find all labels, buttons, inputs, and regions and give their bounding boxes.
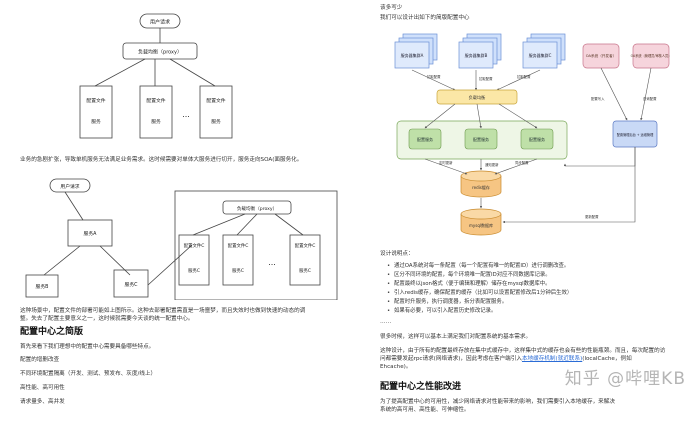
config-service-label: 配置服务 — [529, 136, 545, 142]
soa-diagram: 用户请求 服务A 服务B 服务C 负载均衡（proxy） 配置文件C 配置文件C… — [25, 178, 338, 300]
diagram2-service-b-label: 服务B — [36, 283, 49, 290]
feature-line: 配置的增删改查 — [20, 357, 60, 363]
paragraph: 业务的急剧扩张，导致单机服务无法满足业务需求。这时候需要对单体大服务进行切开，服… — [20, 157, 303, 163]
diagram1-lb-label: 负载均衡（proxy） — [138, 49, 182, 56]
diagram2-service-a-label: 服务A — [84, 230, 98, 237]
paragraph: 问都需要发起rpc请求(网络请求)，因此考虑在客户端引入本地缓存机制(就近联系)… — [380, 355, 632, 363]
edge-label: 更新配置 — [585, 214, 599, 219]
diagram1-config-label: 配置文件 — [146, 97, 165, 104]
paragraph-text: 问都需要发起rpc请求(网络请求)，因此考虑在客户端引入 — [380, 356, 522, 362]
edge-label: 拉取配置 — [479, 76, 493, 81]
diagram2-config-c-label: 配置文件C — [295, 242, 316, 249]
paragraph-text: (localCache，例如 — [582, 356, 632, 362]
design-bullet: 如果有必要，可以引入配置历史修改记录。 — [387, 308, 496, 315]
diagram1-config-label: 配置文件 — [206, 97, 225, 104]
paragraph: 为了提高配置中心的可用性，减少网络请求对性能带来的影响，我们需要引入本地缓存，来… — [380, 399, 615, 405]
edge-label: 拉取配置 — [427, 74, 441, 79]
diagram1-ellipsis: ... — [182, 110, 190, 119]
diagram1-config-label: 配置文件 — [86, 97, 105, 104]
paragraph: 很多时候，这样可以基本上满足我们对配置系统的基本需求。 — [380, 334, 532, 340]
edge-label: 配置写入 — [591, 96, 605, 101]
section-heading: 配置中心之简版 — [20, 327, 84, 337]
edge-label: 同步配置 — [515, 160, 529, 165]
diagram2-service-c-label: 服务C — [125, 281, 139, 288]
feature-line: 不同环境配置隔离（开发、测试、预发布、灰度/线上） — [20, 371, 157, 377]
config-center-diagram: 服务器集群A 服务器集群B 服务器集群C OA系统（开发者） OA系统（管理员/… — [394, 33, 672, 236]
paragraph: Ehcache)。 — [380, 364, 412, 370]
diagram2-service-c-label: 服务C — [299, 267, 311, 274]
oa-dev-label: OA系统（开发者） — [586, 53, 616, 58]
edge-label: 拉取配置 — [517, 74, 531, 79]
edge-label: 定时更新 — [439, 160, 453, 165]
diagram2-ellipsis: ... — [268, 258, 276, 267]
config-service-label: 配置服务 — [417, 136, 433, 142]
page-top-label: 该多写少 — [380, 5, 403, 11]
zhihu-watermark: 知乎 @哔哩KB — [564, 369, 686, 389]
paragraph: 我们可以设计出如下的简版配置中心 — [380, 15, 470, 21]
explain-title: 设计说明点： — [380, 251, 414, 257]
right-page: 该多写少 我们可以设计出如下的简版配置中心 服务器集群A 服务器集群B 服务器集… — [350, 0, 700, 439]
admin-service-label: 配置管理后台 + 运维管理 — [617, 132, 654, 137]
paragraph: 这种设计，由于所有的配置最终存放在集中式缓存中，这样集中式的缓存也会有些的性能瓶… — [380, 348, 666, 354]
paragraph: 首先来看下我们理想中的配置中心需要具备哪些特点。 — [20, 344, 155, 350]
diagram1-user-label: 用户请求 — [150, 19, 170, 26]
paragraph: 整。失去了配置主要意义之一，这时候就需要今天谈的统一配置中心。 — [20, 316, 194, 322]
paragraph: 这种场景中，配置文件的部署可能如上图所示。这种去部署配置需直是一场噩梦，而且失效… — [20, 308, 306, 314]
oa-admin-label: OA系统（管理员/审核人员） — [631, 53, 672, 58]
design-bullet: 配置最终以json格式（便于编辑和理解）储存在mysql数据库中。 — [387, 281, 551, 288]
diagram2-config-c-label: 配置文件C — [228, 242, 249, 249]
diagram2-config-c-label: 配置文件C — [184, 242, 205, 249]
local-cache-link[interactable]: 本地缓存机制(就近联系) — [521, 356, 583, 362]
edge-label: 通知更新 — [485, 162, 499, 167]
left-page: 用户请求 负载均衡（proxy） 配置文件 配置文件 配置文件 服务 服务 服务… — [20, 0, 351, 439]
redis-label: redis缓存 — [472, 184, 490, 190]
diagram1-service-label: 服务 — [91, 118, 101, 125]
diagram2-lb-label: 负载均衡（proxy） — [237, 205, 277, 212]
design-bullet: 区分不同环境的配置，每个环境唯一配置ID对应不同数据库记录。 — [387, 272, 551, 279]
cluster-b-label: 服务器集群B — [465, 52, 488, 58]
feature-line: 高性能、高可用性 — [20, 385, 65, 391]
design-bullet: 配置时升服务，执行调度器，拆分表配置服务。 — [387, 299, 507, 306]
section-heading: 配置中心之性能改进 — [380, 382, 462, 392]
diagram1-service-label: 服务 — [211, 118, 221, 125]
mysql-label: mysql数据库 — [469, 222, 493, 228]
feature-line: 请求量多、高并发 — [20, 399, 65, 405]
design-bullet: 引入redis缓存，确保配置的缓存（比如可以设置配置修改后1分钟后生效） — [387, 290, 572, 297]
edge-label: 查询配置 — [643, 96, 657, 101]
cluster-a-label: 服务器集群A — [401, 52, 424, 58]
diagram1-service-label: 服务 — [151, 118, 161, 125]
diagram2-service-c-label: 服务C — [232, 267, 244, 274]
lb-label: 负载均衡 — [469, 94, 486, 101]
cluster-c-label: 服务器集群C — [529, 52, 552, 58]
paragraph: 系统的高可用、高性能、可伸缩性。 — [380, 407, 470, 413]
diagram2-user-label: 用户请求 — [60, 183, 79, 190]
diagram2-service-c-label: 服务C — [188, 267, 200, 274]
design-bullet: 通过OA系统对每一条配置（每一个配置有唯一的配置ID）进行调删改查。 — [387, 263, 569, 270]
load-balancer-diagram: 用户请求 负载均衡（proxy） 配置文件 配置文件 配置文件 服务 服务 服务… — [79, 13, 233, 139]
config-service-label: 配置服务 — [473, 136, 489, 142]
ellipsis: …… — [380, 319, 392, 325]
